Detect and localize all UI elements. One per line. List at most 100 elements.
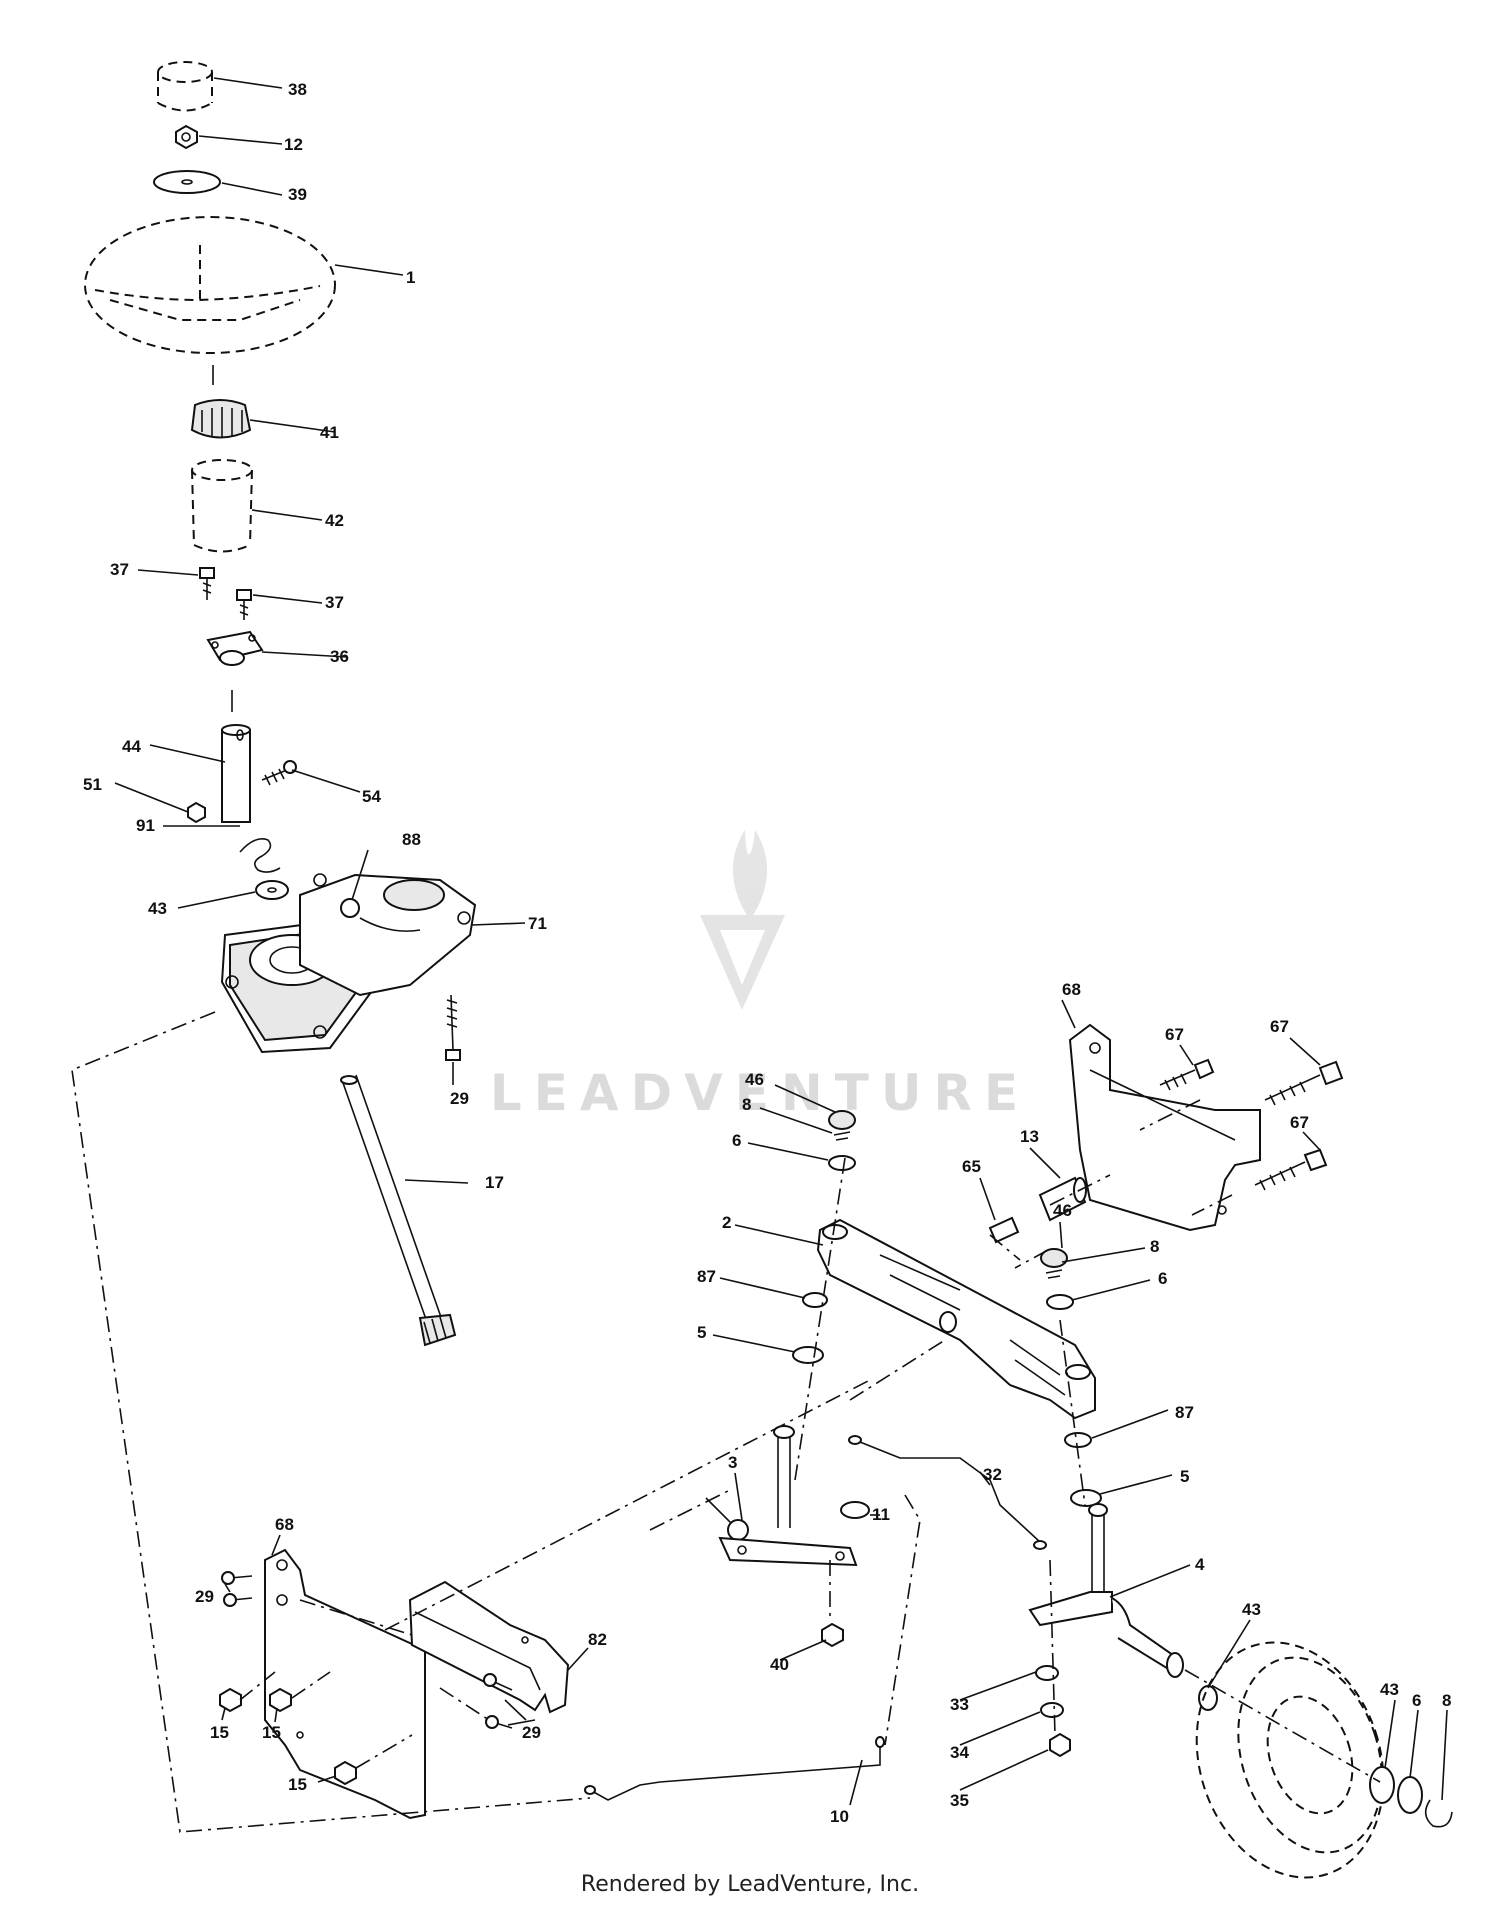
callout-43-mid: 43 <box>1242 1600 1261 1619</box>
axle-bracket-68-top <box>1068 1023 1261 1232</box>
callout-67-c: 67 <box>1290 1113 1309 1132</box>
drag-link-10 <box>584 1736 885 1801</box>
bolt-54 <box>261 760 297 786</box>
bolt-37-left <box>199 567 215 600</box>
nut-40 <box>821 1622 844 1648</box>
bracket-82 <box>408 1580 570 1714</box>
callout-10: 10 <box>830 1807 849 1826</box>
callout-46-right: 46 <box>1053 1201 1072 1220</box>
callout-12: 12 <box>284 135 303 154</box>
steering-shaft-44 <box>221 724 251 823</box>
washer-43-top <box>255 880 289 900</box>
callout-1: 1 <box>406 268 415 287</box>
callout-35: 35 <box>950 1791 969 1810</box>
callout-17: 17 <box>485 1173 504 1192</box>
column-bearing-36 <box>206 630 264 666</box>
callout-87-right: 87 <box>1175 1403 1194 1422</box>
bolt-67-b <box>1264 1060 1344 1106</box>
callout-87-left: 87 <box>697 1267 716 1286</box>
bolt-67-a <box>1159 1058 1215 1091</box>
steering-gear-assembly <box>220 873 477 1054</box>
bolt-29-gear <box>445 994 461 1061</box>
steering-cap <box>157 61 213 112</box>
spindle-4 <box>1028 1503 1184 1678</box>
callout-65: 65 <box>962 1157 981 1176</box>
watermark-text: LEADVENTURE <box>490 1064 1030 1122</box>
leader-lines-column <box>114 77 526 1184</box>
callout-6-tire: 6 <box>1412 1691 1421 1710</box>
callout-36: 36 <box>330 647 349 666</box>
callout-41: 41 <box>320 423 339 442</box>
flame-logo-icon <box>732 830 768 920</box>
hex-nut-12 <box>175 124 198 150</box>
callout-5-right: 5 <box>1180 1467 1189 1486</box>
callout-44: 44 <box>122 737 141 756</box>
callout-88: 88 <box>402 830 421 849</box>
callout-91: 91 <box>136 816 155 835</box>
leader-lines-axle <box>221 999 1448 1806</box>
callout-42: 42 <box>325 511 344 530</box>
callout-6-right: 6 <box>1158 1269 1167 1288</box>
callout-5-left: 5 <box>697 1323 706 1342</box>
cap-46-right <box>1040 1248 1074 1310</box>
callout-29-lower: 29 <box>522 1723 541 1742</box>
callout-38: 38 <box>288 80 307 99</box>
watermark: LEADVENTURE <box>490 830 1030 1122</box>
callout-68-top: 68 <box>1062 980 1081 999</box>
callout-32: 32 <box>983 1465 1002 1484</box>
callout-43-top: 43 <box>148 899 167 918</box>
callout-67-b: 67 <box>1270 1017 1289 1036</box>
washers-axle <box>792 1292 1102 1507</box>
tie-rod-32 <box>848 1435 1047 1550</box>
callout-34: 34 <box>950 1743 969 1762</box>
cap-46-left <box>828 1110 856 1171</box>
callout-67-a: 67 <box>1165 1025 1184 1044</box>
callout-29-gear: 29 <box>450 1089 469 1108</box>
callout-37-right: 37 <box>325 593 344 612</box>
callout-8-right: 8 <box>1150 1237 1159 1256</box>
column-tube-42 <box>191 459 253 553</box>
bolt-67-c <box>1254 1148 1328 1191</box>
callout-54: 54 <box>362 787 381 806</box>
washer-11 <box>840 1501 870 1519</box>
callout-71: 71 <box>528 914 547 933</box>
callout-labels: 38 12 39 1 41 42 37 37 36 44 54 51 91 88… <box>83 80 1451 1826</box>
footer-credit: Rendered by LeadVenture, Inc. <box>580 1872 920 1897</box>
callout-8-tire: 8 <box>1442 1691 1451 1710</box>
callout-68-bottom: 68 <box>275 1515 294 1534</box>
steering-wheel <box>84 216 336 354</box>
steering-adapter-41 <box>190 399 252 439</box>
assembly-lines <box>71 1011 1381 1833</box>
bolt-37-right <box>236 589 252 620</box>
spring-clip-91 <box>239 838 281 873</box>
callout-51: 51 <box>83 775 102 794</box>
callout-2: 2 <box>722 1213 731 1232</box>
callout-82: 82 <box>588 1630 607 1649</box>
callout-6-left: 6 <box>732 1131 741 1150</box>
callout-15-a: 15 <box>210 1723 229 1742</box>
washer-39 <box>153 170 221 194</box>
spindle-3 <box>705 1425 858 1567</box>
callout-8-left: 8 <box>742 1095 751 1114</box>
washers-spindle <box>1035 1665 1218 1758</box>
callout-39: 39 <box>288 185 307 204</box>
front-tire <box>1195 1641 1453 1879</box>
callout-43-tire: 43 <box>1380 1680 1399 1699</box>
nuts-15 <box>219 1687 357 1786</box>
callout-15-b: 15 <box>262 1723 281 1742</box>
callout-3: 3 <box>728 1453 737 1472</box>
locknut-51 <box>187 801 206 824</box>
callout-11: 11 <box>872 1505 890 1524</box>
callout-15-c: 15 <box>288 1775 307 1794</box>
callout-37-left: 37 <box>110 560 129 579</box>
callout-33: 33 <box>950 1695 969 1714</box>
callout-40: 40 <box>770 1655 789 1674</box>
callout-4: 4 <box>1195 1555 1205 1574</box>
callout-13: 13 <box>1020 1127 1039 1146</box>
callout-46-left: 46 <box>745 1070 764 1089</box>
pinion-shaft-17 <box>340 1074 457 1347</box>
bolts-29-bracket <box>221 1571 513 1729</box>
callout-29-bracket: 29 <box>195 1587 214 1606</box>
v-logo-icon <box>700 915 785 1010</box>
